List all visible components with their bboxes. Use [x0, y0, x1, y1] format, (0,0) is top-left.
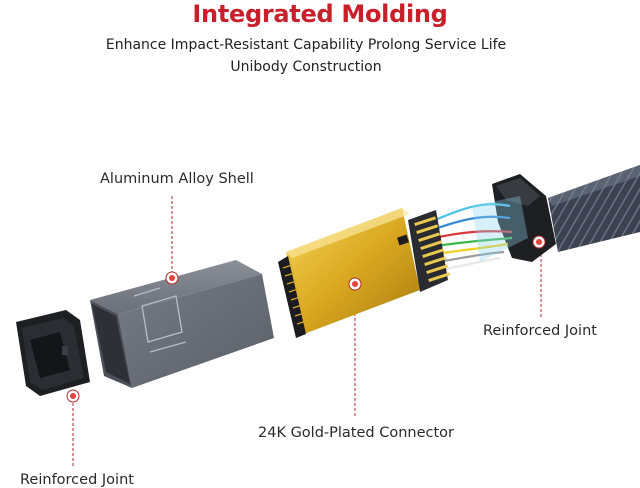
page-title: Integrated Molding — [192, 0, 448, 28]
markers — [66, 235, 546, 403]
marker-shell — [165, 271, 179, 285]
callout-gold-connector: 24K Gold-Plated Connector — [258, 425, 455, 441]
solder-pads — [408, 210, 451, 292]
subtitle-line-1: Enhance Impact-Resistant Capability Prol… — [105, 37, 507, 53]
callout-reinforced-joint-right: Reinforced Joint — [483, 323, 597, 339]
aluminum-shell — [90, 260, 274, 388]
subtitle-line-2: Unibody Construction — [230, 59, 382, 75]
gold-connector — [278, 208, 420, 338]
marker-joint-left — [66, 389, 80, 403]
callout-aluminum-shell: Aluminum Alloy Shell — [100, 171, 254, 187]
marker-connector — [348, 277, 362, 291]
braided-cable — [548, 165, 640, 252]
exposed-wires — [429, 196, 528, 272]
left-cap — [16, 310, 90, 396]
callout-reinforced-joint-left: Reinforced Joint — [20, 472, 134, 488]
marker-joint-right — [532, 235, 546, 249]
